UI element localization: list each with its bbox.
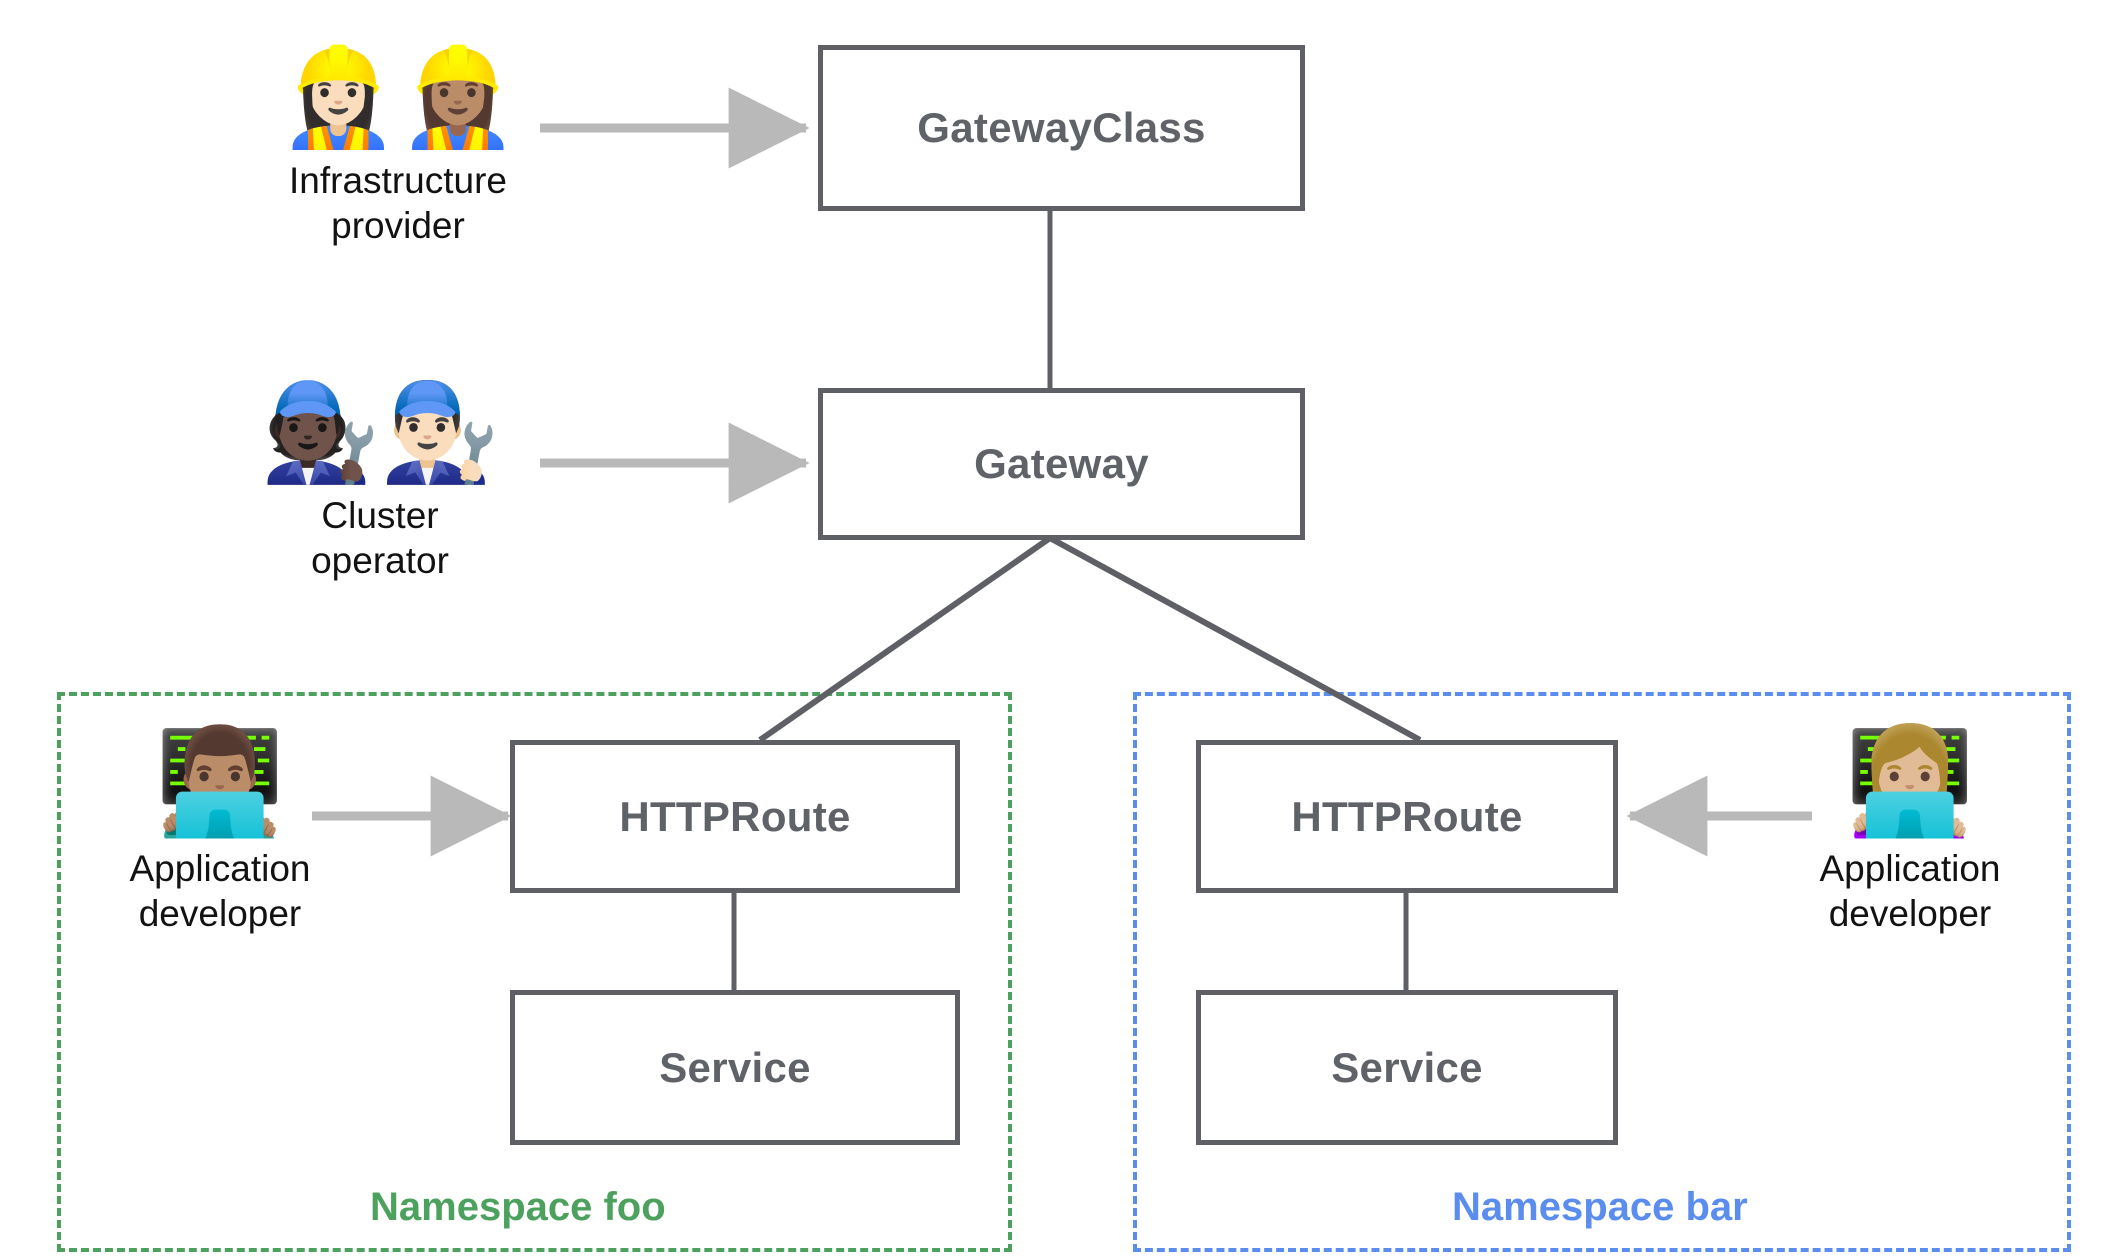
service-bar-box[interactable]: Service xyxy=(1196,990,1618,1145)
persona-infrastructure-provider: 👷🏻‍♀️ 👷🏽‍♀️ Infrastructure provider xyxy=(258,50,538,248)
httproute-bar-label: HTTPRoute xyxy=(1291,792,1523,840)
mechanic-icon: 🧑🏿‍🔧 xyxy=(260,379,380,486)
service-foo-box[interactable]: Service xyxy=(510,990,960,1145)
technologist-icon: 👨🏽‍💻 xyxy=(155,724,285,840)
gatewayclass-label: GatewayClass xyxy=(917,104,1206,151)
gatewayclass-box[interactable]: GatewayClass xyxy=(818,45,1305,211)
construction-worker-icon: 👷🏻‍♀️ xyxy=(278,44,398,151)
namespace-bar-label: Namespace bar xyxy=(1452,1185,1748,1229)
service-bar-label: Service xyxy=(1331,1043,1483,1091)
persona-app-developer-bar: 👩🏼‍💻 Application developer xyxy=(1800,730,2020,936)
service-foo-label: Service xyxy=(659,1043,811,1091)
httproute-bar-box[interactable]: HTTPRoute xyxy=(1196,740,1618,893)
infrastructure-provider-icons: 👷🏻‍♀️ 👷🏽‍♀️ xyxy=(278,50,517,146)
mechanic-icon: 👨🏻‍🔧 xyxy=(380,379,500,486)
app-developer-foo-caption: Application developer xyxy=(129,848,311,935)
app-developer-bar-icons: 👩🏼‍💻 xyxy=(1845,730,1975,834)
httproute-foo-box[interactable]: HTTPRoute xyxy=(510,740,960,893)
cluster-operator-icons: 🧑🏿‍🔧 👨🏻‍🔧 xyxy=(260,385,499,481)
construction-worker-icon: 👷🏽‍♀️ xyxy=(398,44,518,151)
namespace-foo-label: Namespace foo xyxy=(370,1185,666,1229)
gateway-label: Gateway xyxy=(974,440,1149,487)
persona-cluster-operator: 🧑🏿‍🔧 👨🏻‍🔧 Cluster operator xyxy=(240,385,520,583)
cluster-operator-caption: Cluster operator xyxy=(311,495,449,582)
namespace-foo-container xyxy=(57,692,1012,1252)
httproute-foo-label: HTTPRoute xyxy=(619,792,851,840)
persona-app-developer-foo: 👨🏽‍💻 Application developer xyxy=(110,730,330,936)
namespace-bar-container xyxy=(1133,692,2071,1252)
infrastructure-provider-caption: Infrastructure provider xyxy=(289,160,507,247)
gateway-box[interactable]: Gateway xyxy=(818,388,1305,540)
app-developer-bar-caption: Application developer xyxy=(1819,848,2001,935)
app-developer-foo-icons: 👨🏽‍💻 xyxy=(155,730,285,834)
technologist-icon: 👩🏼‍💻 xyxy=(1845,724,1975,840)
